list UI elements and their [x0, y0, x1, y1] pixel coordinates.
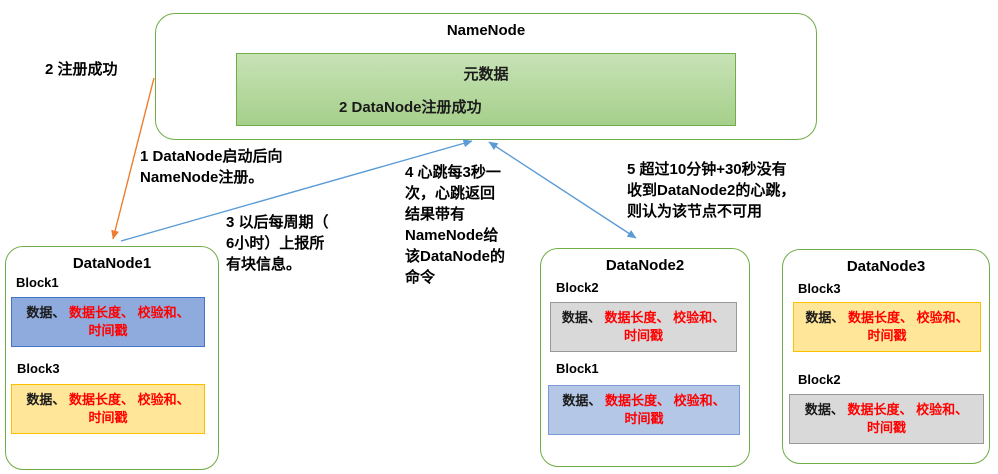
block-rect: 数据、 数据长度、 校验和、 时间戳	[793, 302, 981, 352]
block-text-red: 数据长度、 校验和、	[601, 393, 726, 408]
block-text-red: 数据长度、 校验和、	[65, 305, 190, 320]
namenode-box: NameNode 元数据 2 DataNode注册成功	[155, 13, 817, 140]
metadata-label: 元数据	[463, 66, 509, 83]
block-text-red2: 时间戳	[623, 328, 663, 343]
block-rect: 数据、 数据长度、 校验和、 时间戳	[11, 384, 205, 434]
block-text-black: 数据、	[805, 310, 845, 325]
block-rect: 数据、 数据长度、 校验和、 时间戳	[789, 394, 984, 444]
metadata-box: 元数据 2 DataNode注册成功	[236, 53, 736, 126]
annotation-timeout: 5 超过10分钟+30秒没有 收到DataNode2的心跳， 则认为该节点不可用	[627, 161, 796, 220]
annotation-heartbeat: 4 心跳每3秒一 次，心跳返回 结果带有 NameNode给 该DataNode…	[405, 164, 506, 286]
block-rect: 数据、 数据长度、 校验和、 时间戳	[548, 385, 740, 435]
block-text-red2: 时间戳	[866, 420, 906, 435]
datanode2-title: DataNode2	[605, 257, 685, 274]
block-label: Block1	[16, 275, 59, 290]
namenode-title: NameNode	[446, 22, 526, 39]
block-text-red: 数据长度、 校验和、	[843, 402, 969, 417]
block-text-black: 数据、	[561, 310, 601, 325]
block-rect: 数据、 数据长度、 校验和、 时间戳	[550, 302, 737, 352]
annotation-startup-register: 1 DataNode启动后向 NameNode注册。	[140, 148, 283, 186]
block-text-red: 数据长度、 校验和、	[844, 310, 969, 325]
block-text-black: 数据、	[804, 402, 844, 417]
block-label: Block3	[798, 281, 841, 296]
block-text-red2: 时间戳	[867, 328, 907, 343]
block-text-black: 数据、	[562, 393, 602, 408]
block-text-black: 数据、	[26, 392, 66, 407]
block-rect: 数据、 数据长度、 校验和、 时间戳	[11, 297, 205, 347]
datanode1-title: DataNode1	[72, 255, 152, 272]
datanode3-title: DataNode3	[846, 258, 926, 275]
datanode2-box: DataNode2 Block2 数据、 数据长度、 校验和、 时间戳 Bloc…	[540, 248, 750, 467]
datanode1-box: DataNode1 Block1 数据、 数据长度、 校验和、 时间戳 Bloc…	[5, 246, 219, 470]
block-text-black: 数据、	[26, 305, 66, 320]
block-text-red2: 时间戳	[88, 410, 128, 425]
block-text-red2: 时间戳	[624, 411, 664, 426]
block-text-red: 数据长度、 校验和、	[65, 392, 190, 407]
block-label: Block1	[556, 361, 599, 376]
datanode3-box: DataNode3 Block3 数据、 数据长度、 校验和、 时间戳 Bloc…	[782, 249, 990, 464]
annotation-block-report: 3 以后每周期（ 6小时）上报所 有块信息。	[226, 214, 329, 273]
block-text-red2: 时间戳	[88, 323, 128, 338]
annotation-register-success: 2 注册成功	[45, 61, 118, 78]
block-text-red: 数据长度、 校验和、	[600, 310, 726, 325]
block-label: Block3	[17, 361, 60, 376]
block-label: Block2	[556, 280, 599, 295]
register-success-label: 2 DataNode注册成功	[339, 99, 482, 116]
block-label: Block2	[798, 372, 841, 387]
